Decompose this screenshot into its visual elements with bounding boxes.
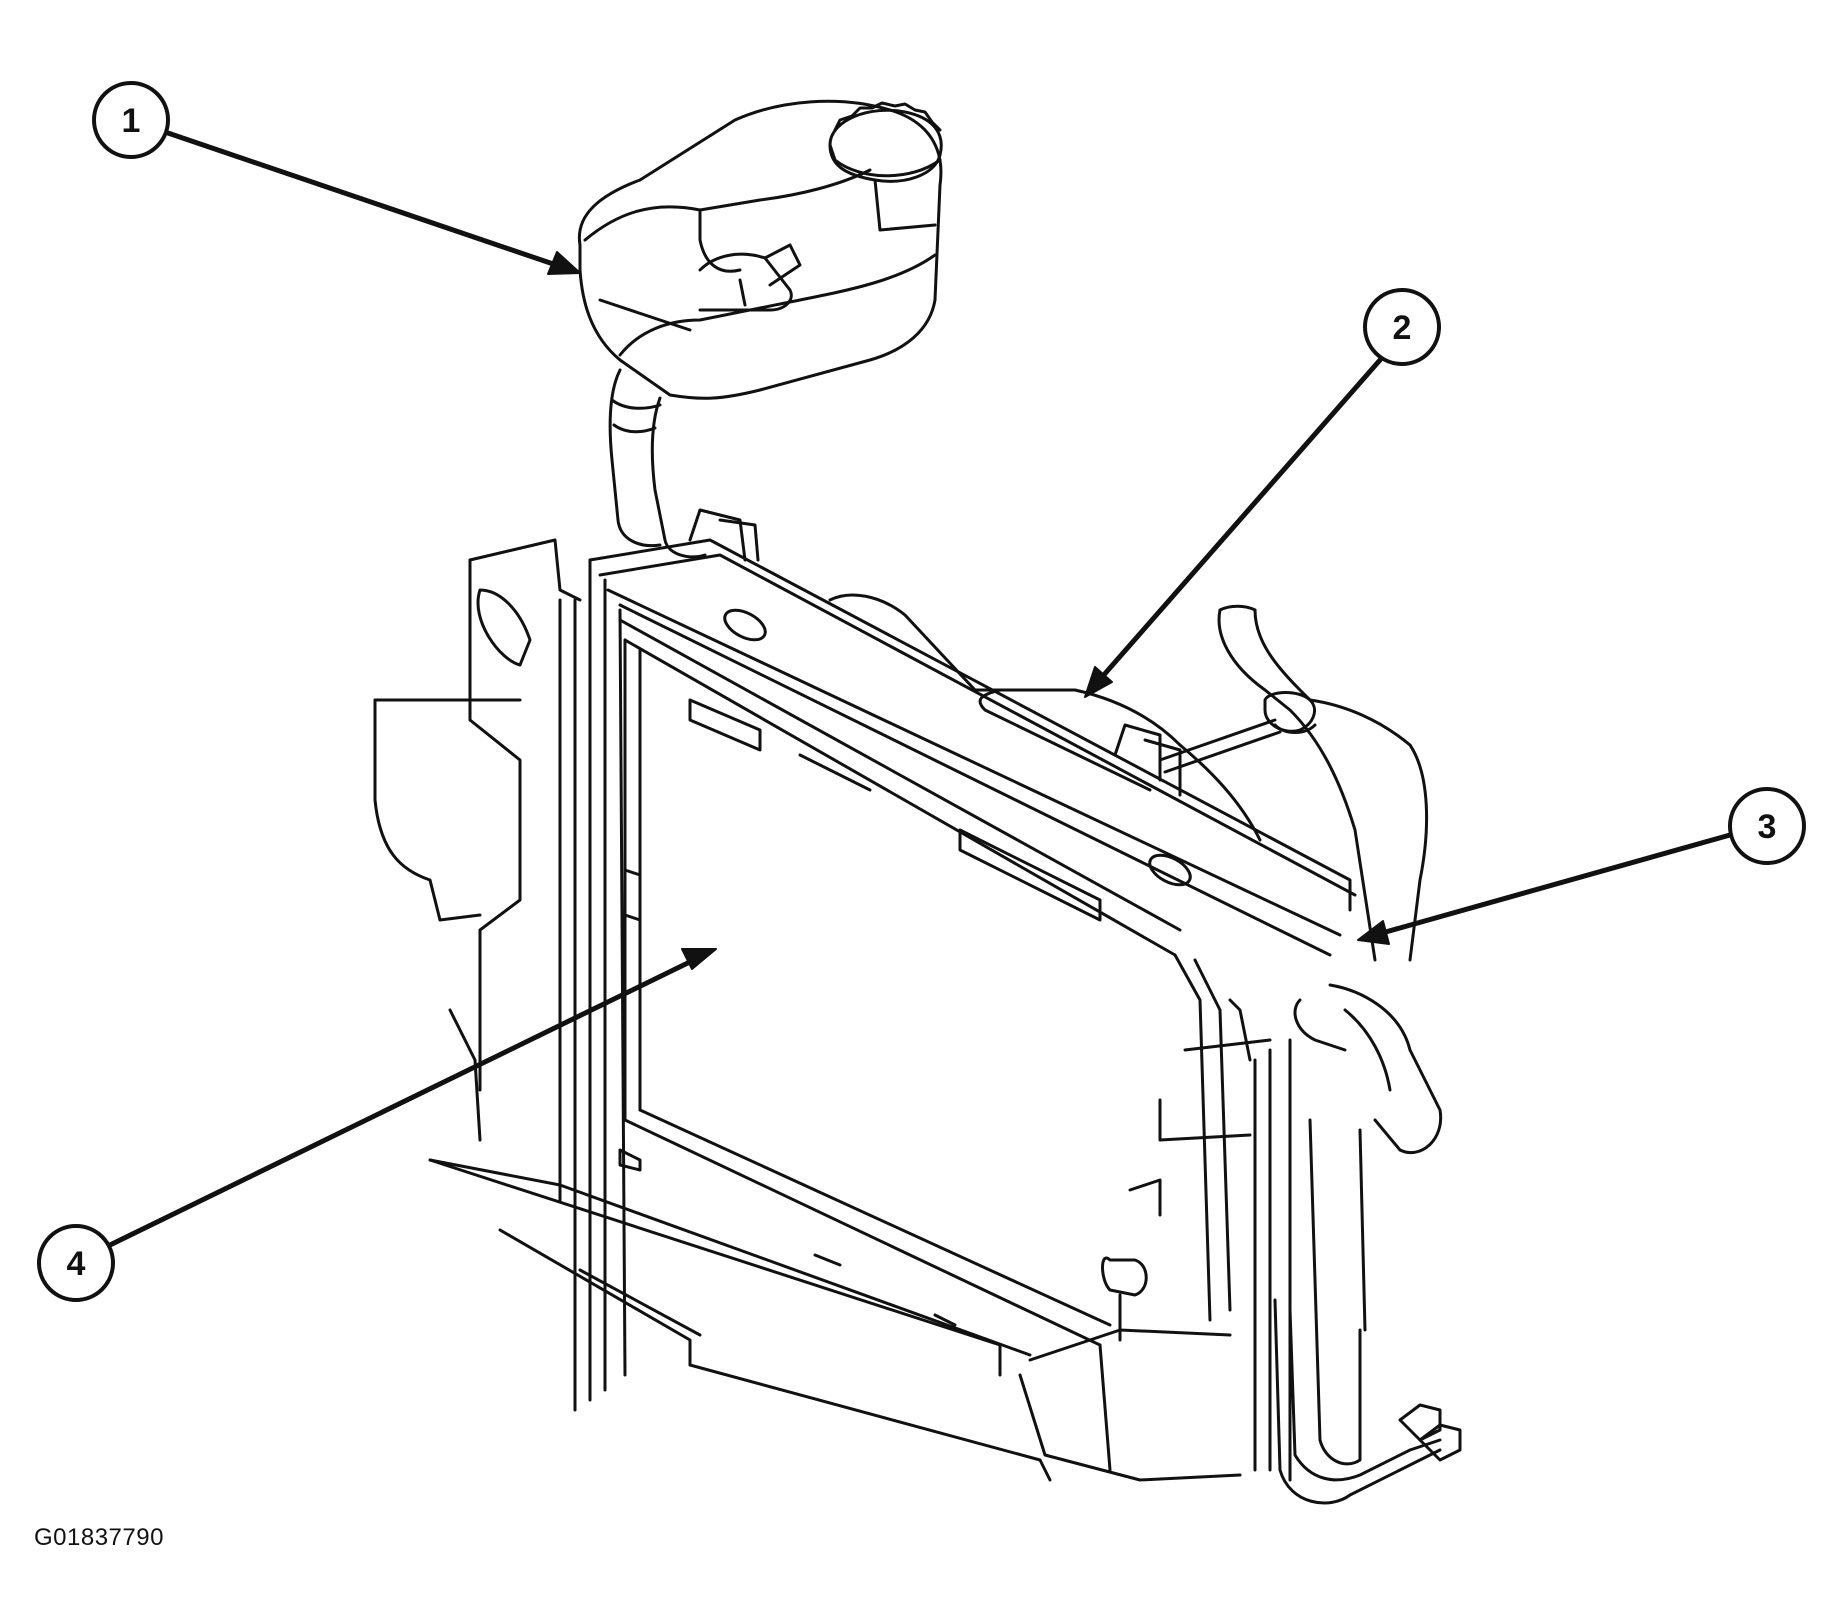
callout-2: 2 <box>1363 288 1441 366</box>
callout-1: 1 <box>92 81 170 159</box>
cooling-fan <box>828 593 1282 842</box>
callout-3-number: 3 <box>1758 808 1777 846</box>
coolant-reservoir <box>577 99 943 559</box>
callout-4-number: 4 <box>67 1245 86 1283</box>
arrowhead-4 <box>681 948 717 970</box>
radiator-assembly <box>373 508 1357 1482</box>
callout-4: 4 <box>37 1224 115 1302</box>
arrowhead-2 <box>1084 666 1113 698</box>
leader-line-1 <box>162 129 568 271</box>
leader-lines <box>107 129 1733 1248</box>
leader-line-4 <box>107 954 703 1248</box>
figure-id: G01837790 <box>34 1524 164 1551</box>
arrowhead-3 <box>1357 920 1390 945</box>
radiator-hoses <box>1217 604 1462 1505</box>
callout-2-number: 2 <box>1393 309 1412 347</box>
leader-line-2 <box>1092 357 1383 688</box>
callout-3: 3 <box>1728 787 1806 865</box>
leader-line-3 <box>1372 832 1733 938</box>
callout-1-number: 1 <box>122 102 141 140</box>
arrowheads <box>547 251 1390 970</box>
arrowhead-1 <box>547 251 581 275</box>
